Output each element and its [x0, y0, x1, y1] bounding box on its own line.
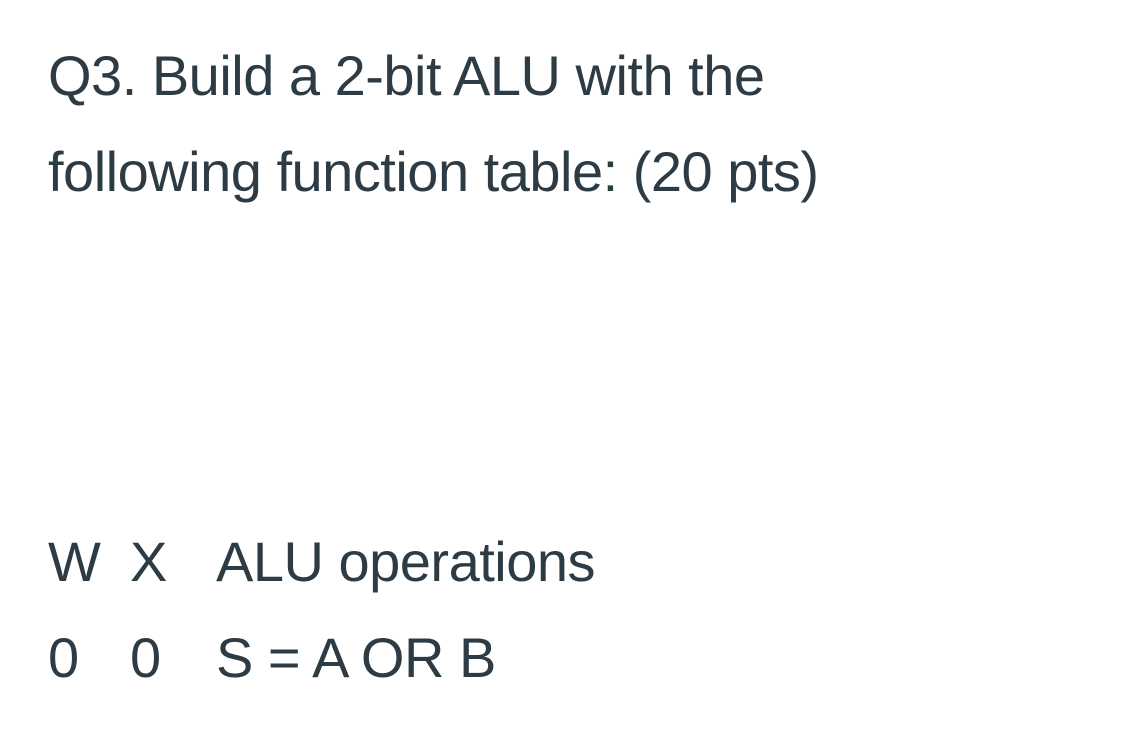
header-operations: ALU operations [216, 530, 596, 593]
table-row: 0 0 S = A OR B [48, 610, 595, 706]
question-line-1: Q3. Build a 2-bit ALU with the [48, 44, 765, 107]
function-table-header: W X ALU operations [48, 514, 596, 610]
row-x-value: 0 [130, 626, 161, 689]
row-w-value: 0 [48, 626, 79, 689]
question-text: Q3. Build a 2-bit ALU with the following… [48, 28, 1088, 220]
header-x: X [130, 530, 167, 593]
function-table: W X ALU operations 0 0 S = A OR B [48, 514, 596, 706]
row-operation: S = A OR B [216, 626, 496, 689]
header-w: W [48, 530, 101, 593]
question-line-2: following function table: (20 pts) [48, 140, 819, 203]
